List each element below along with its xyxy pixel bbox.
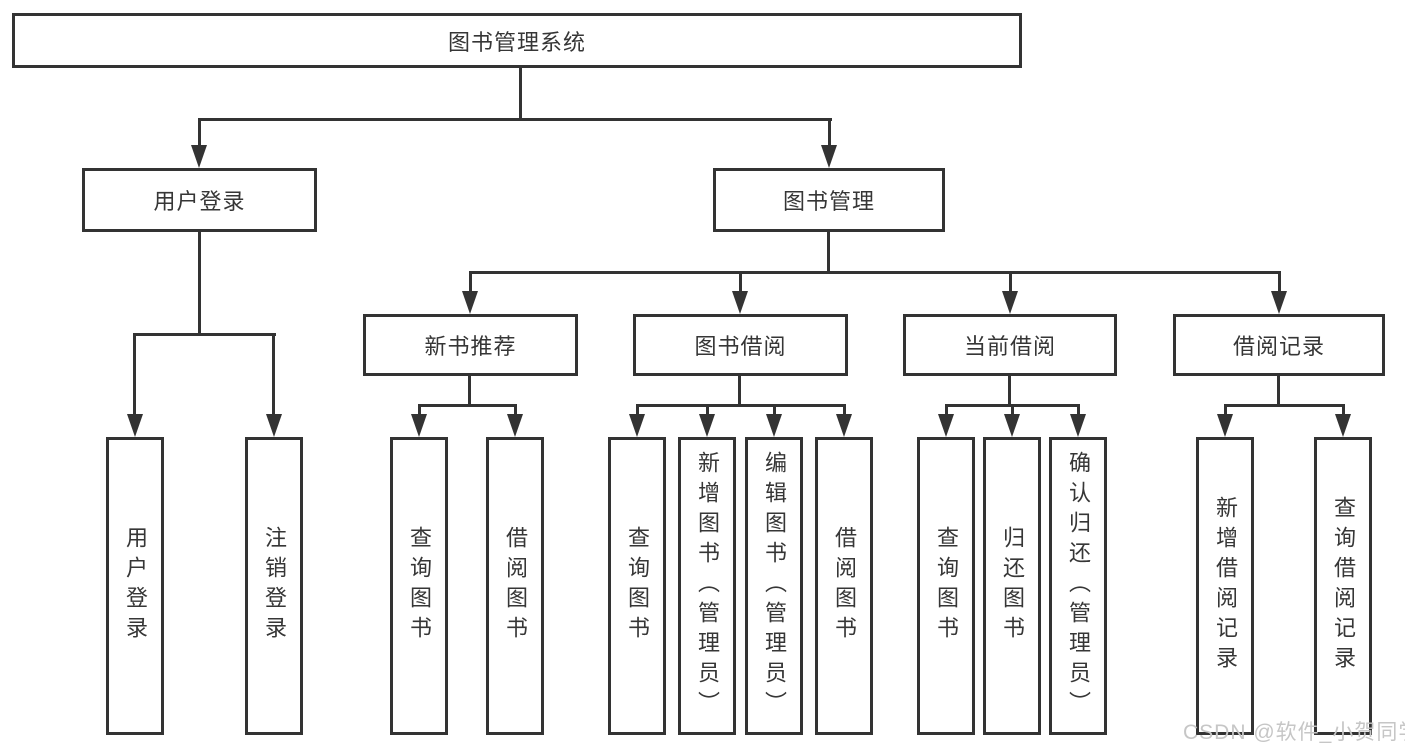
leaf-query-borrow-record: 查询借阅记录 bbox=[1314, 437, 1372, 735]
connector-line bbox=[198, 118, 832, 121]
leaf-borrow-books-recommend-label: 借阅图书 bbox=[503, 526, 528, 646]
leaf-logout-label: 注销登录 bbox=[262, 526, 287, 646]
arrow-down-icon bbox=[836, 414, 852, 437]
node-book-borrow: 图书借阅 bbox=[633, 314, 848, 376]
leaf-return-books-label: 归还图书 bbox=[1000, 526, 1025, 646]
connector-line bbox=[1008, 376, 1011, 407]
connector-line bbox=[198, 118, 201, 146]
arrow-down-icon bbox=[821, 145, 837, 168]
node-new-book-recommend-label: 新书推荐 bbox=[424, 334, 517, 359]
connector-line bbox=[469, 271, 472, 293]
leaf-add-borrow-record: 新增借阅记录 bbox=[1196, 437, 1254, 735]
arrow-down-icon bbox=[1070, 414, 1086, 437]
connector-line bbox=[773, 404, 776, 417]
leaf-query-books-recommend-label: 查询图书 bbox=[407, 526, 432, 646]
leaf-return-books: 归还图书 bbox=[983, 437, 1041, 735]
leaf-borrow-books: 借阅图书 bbox=[815, 437, 873, 735]
leaf-edit-books-admin: 编辑图书（管理员） bbox=[745, 437, 803, 735]
arrow-down-icon bbox=[191, 145, 207, 168]
connector-line bbox=[1342, 404, 1345, 417]
leaf-logout: 注销登录 bbox=[245, 437, 303, 735]
connector-line bbox=[198, 232, 201, 336]
node-current-borrow: 当前借阅 bbox=[903, 314, 1117, 376]
arrow-down-icon bbox=[1002, 291, 1018, 314]
leaf-user-login: 用户登录 bbox=[106, 437, 164, 735]
leaf-confirm-return-admin: 确认归还（管理员） bbox=[1049, 437, 1107, 735]
connector-line bbox=[272, 333, 275, 417]
connector-line bbox=[843, 404, 846, 417]
leaf-user-login-label: 用户登录 bbox=[123, 526, 148, 646]
node-root: 图书管理系统 bbox=[12, 13, 1022, 68]
arrow-down-icon bbox=[699, 414, 715, 437]
connector-line bbox=[1224, 404, 1345, 407]
connector-line bbox=[738, 376, 741, 407]
leaf-add-borrow-record-label: 新增借阅记录 bbox=[1213, 496, 1238, 676]
leaf-confirm-return-admin-label: 确认归还（管理员） bbox=[1066, 451, 1091, 721]
leaf-add-books-admin: 新增图书（管理员） bbox=[678, 437, 736, 735]
connector-line bbox=[828, 118, 831, 146]
node-borrow-record: 借阅记录 bbox=[1173, 314, 1385, 376]
node-book-management-label: 图书管理 bbox=[782, 189, 875, 214]
leaf-query-books-borrow: 查询图书 bbox=[608, 437, 666, 735]
connector-line bbox=[1009, 271, 1012, 293]
leaf-query-books-current-label: 查询图书 bbox=[934, 526, 959, 646]
connector-line bbox=[514, 404, 517, 417]
connector-line bbox=[1278, 271, 1281, 293]
node-book-borrow-label: 图书借阅 bbox=[694, 334, 787, 359]
connector-line bbox=[468, 376, 471, 407]
connector-line bbox=[1011, 404, 1014, 417]
arrow-down-icon bbox=[266, 414, 282, 437]
connector-line bbox=[469, 271, 1281, 274]
arrow-down-icon bbox=[629, 414, 645, 437]
arrow-down-icon bbox=[1004, 414, 1020, 437]
node-new-book-recommend: 新书推荐 bbox=[363, 314, 578, 376]
connector-line bbox=[945, 404, 948, 417]
connector-line bbox=[418, 404, 421, 417]
leaf-borrow-books-label: 借阅图书 bbox=[832, 526, 857, 646]
connector-line bbox=[827, 232, 830, 274]
connector-line bbox=[1224, 404, 1227, 417]
node-user-login-label: 用户登录 bbox=[153, 189, 246, 214]
leaf-edit-books-admin-label: 编辑图书（管理员） bbox=[762, 451, 787, 721]
arrow-down-icon bbox=[938, 414, 954, 437]
arrow-down-icon bbox=[507, 414, 523, 437]
leaf-query-books-borrow-label: 查询图书 bbox=[625, 526, 650, 646]
node-root-label: 图书管理系统 bbox=[447, 29, 586, 55]
connector-line bbox=[636, 404, 846, 407]
arrow-down-icon bbox=[462, 291, 478, 314]
connector-line bbox=[134, 333, 276, 336]
connector-line bbox=[418, 404, 517, 407]
connector-line bbox=[1277, 376, 1280, 407]
leaf-add-books-admin-label: 新增图书（管理员） bbox=[695, 451, 720, 721]
arrow-down-icon bbox=[766, 414, 782, 437]
connector-line bbox=[706, 404, 709, 417]
node-borrow-record-label: 借阅记录 bbox=[1232, 334, 1325, 359]
node-user-login: 用户登录 bbox=[82, 168, 317, 232]
csdn-watermark: CSDN @软件_小贺同学 bbox=[1183, 721, 1405, 744]
arrow-down-icon bbox=[732, 291, 748, 314]
arrow-down-icon bbox=[127, 414, 143, 437]
node-book-management: 图书管理 bbox=[713, 168, 945, 232]
connector-line bbox=[739, 271, 742, 293]
connector-line bbox=[519, 68, 522, 119]
arrow-down-icon bbox=[1217, 414, 1233, 437]
node-current-borrow-label: 当前借阅 bbox=[963, 334, 1056, 359]
connector-line bbox=[1077, 404, 1080, 417]
connector-line bbox=[133, 333, 136, 417]
connector-line bbox=[636, 404, 639, 417]
leaf-query-borrow-record-label: 查询借阅记录 bbox=[1331, 496, 1356, 676]
arrow-down-icon bbox=[1335, 414, 1351, 437]
arrow-down-icon bbox=[411, 414, 427, 437]
arrow-down-icon bbox=[1271, 291, 1287, 314]
leaf-query-books-recommend: 查询图书 bbox=[390, 437, 448, 735]
leaf-borrow-books-recommend: 借阅图书 bbox=[486, 437, 544, 735]
leaf-query-books-current: 查询图书 bbox=[917, 437, 975, 735]
